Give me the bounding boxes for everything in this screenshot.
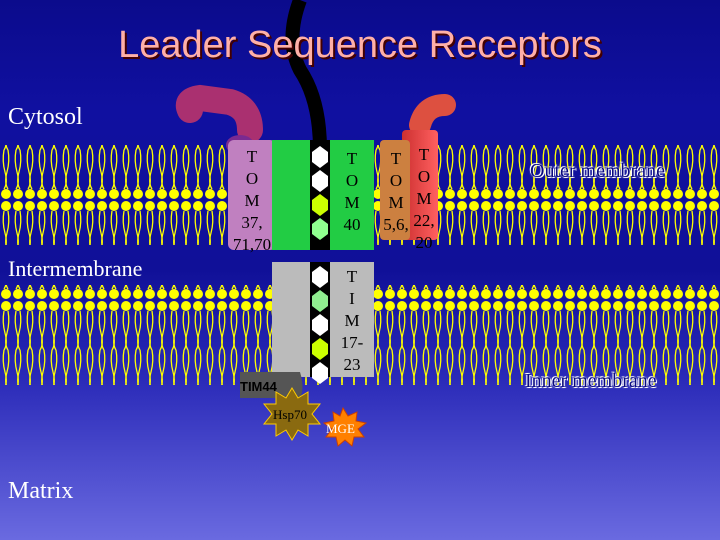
tom56-body bbox=[380, 140, 410, 240]
tom37-label: T O M 37, 71,70 bbox=[232, 147, 272, 254]
page-title: Leader Sequence Receptors bbox=[118, 24, 602, 66]
tom37-body bbox=[228, 140, 276, 250]
mge-label: MGE bbox=[326, 421, 355, 436]
tim44-body bbox=[240, 372, 303, 398]
tom56-label: T O M 5,6, bbox=[383, 149, 409, 234]
mge-star bbox=[322, 406, 368, 447]
cytosol-label: Cytosol bbox=[8, 104, 83, 130]
outer-membrane-label: Outer membrane bbox=[530, 160, 665, 182]
matrix-label: Matrix bbox=[8, 478, 74, 504]
hsp70-label: Hsp70 bbox=[273, 407, 307, 422]
tom70-receptor bbox=[175, 84, 263, 143]
tim17-label: T I M 17- 23 bbox=[340, 267, 364, 374]
tom40-wall-left bbox=[272, 140, 310, 250]
tim44-label: TIM44 bbox=[240, 379, 277, 394]
tim-wall-left bbox=[272, 262, 310, 377]
polypeptide-beads bbox=[312, 146, 328, 384]
tom40-wall-right bbox=[330, 140, 374, 250]
inner-membrane-label: Inner membrane bbox=[525, 370, 657, 392]
tom20-receptor bbox=[409, 94, 456, 136]
intermembrane-label: Intermembrane bbox=[8, 256, 143, 281]
tom40-label: T O M 40 bbox=[343, 149, 361, 234]
tim-wall-right bbox=[330, 262, 374, 377]
hsp70-star bbox=[262, 387, 322, 441]
tom22-label: T O M 22, 20 bbox=[413, 145, 435, 252]
precursor-chain bbox=[285, 0, 327, 160]
tom22-body bbox=[402, 130, 438, 240]
